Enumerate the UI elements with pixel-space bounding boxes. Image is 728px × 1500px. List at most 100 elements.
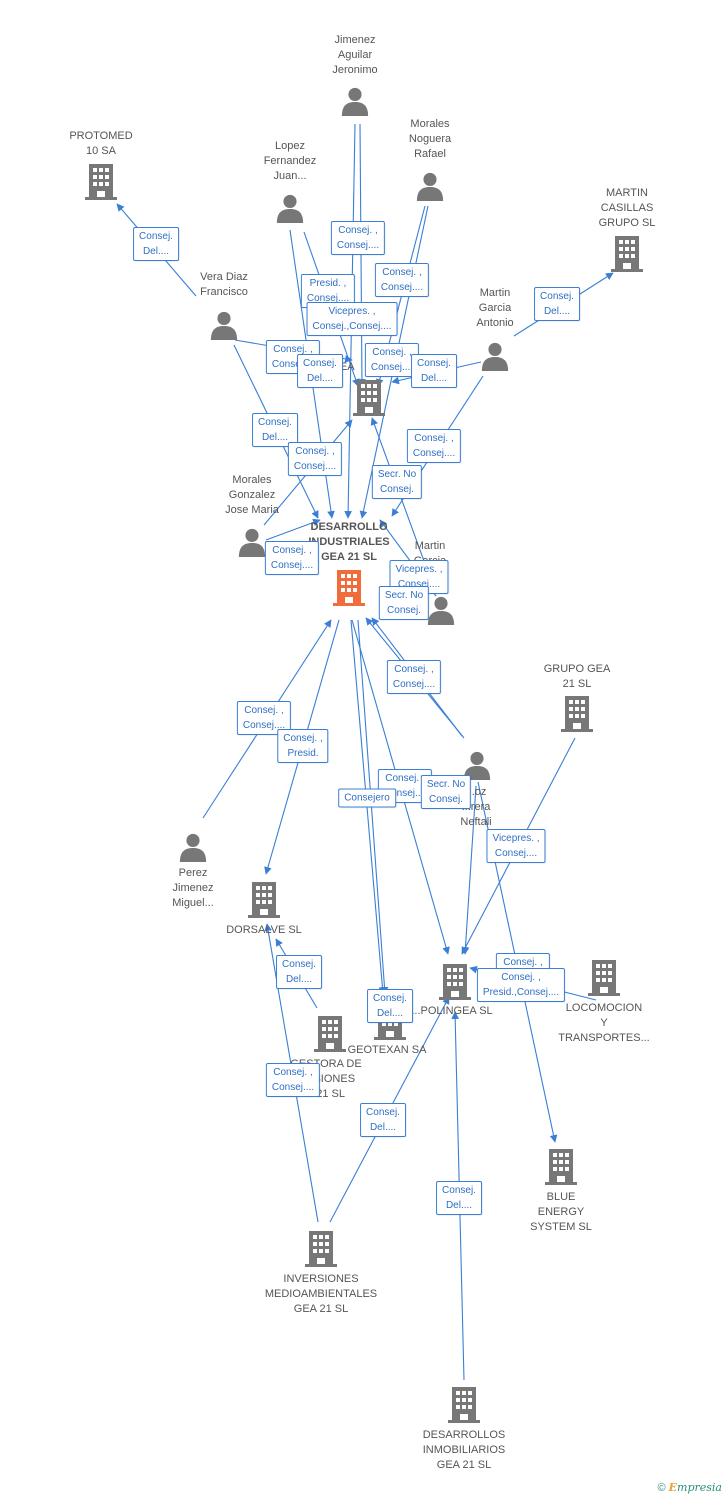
person-icon-lopez[interactable] [276,194,304,223]
edge-label-line: Consej. [442,1185,476,1196]
building-icon-protomed[interactable] [85,164,117,200]
edge-label-morales_g-gea_mid[interactable]: Consej. ,Consej.... [287,442,343,476]
node-label-line: Juan... [273,170,307,182]
building-icon-martin_cas[interactable] [611,236,643,272]
node-label-polingea[interactable]: ...POLINGEA SL [411,1004,492,1019]
building-icon-gestora[interactable] [314,1016,346,1052]
node-label-dorsalve[interactable]: DORSALVE SL [226,923,302,938]
person-icon-martin_ga[interactable] [481,342,509,371]
building-icon-inmobiliarios[interactable] [448,1387,480,1423]
edge-label-martin_ga-desarrollo[interactable]: Consej. ,Consej.... [406,429,462,463]
edge-label-line: Secr. No [384,590,424,601]
node-label-line: Y [600,1017,608,1029]
edge-label-line: Consej.... [271,1082,315,1093]
node-label-line: MARTIN [606,187,648,199]
edge-label-vera-desarrollo[interactable]: Consej. Del.... [252,413,298,447]
edge-munoz-polingea [461,785,477,955]
edge-label-line: Del.... [285,974,313,985]
edge-label-munoz-desarrollo[interactable]: Secr. No Consej. [378,586,430,620]
building-icon-desarrollo[interactable] [333,570,365,606]
person-icon-perez[interactable] [179,833,207,862]
node-label-line: Noguera [408,133,452,145]
node-label-line: TRANSPORTES... [558,1032,650,1044]
edge-label-jimenez-gea_mid[interactable]: Vicepres. ,Consej.,Consej.... [306,302,398,336]
edge-label-line: Consej. , [295,446,335,457]
edge-label-morales_n-gea_mid[interactable]: Consej. ,Consej.... [364,343,420,377]
edge-label-munoz-desarrollo[interactable]: Consej. ,Consej.... [386,660,442,694]
edge-label-desarrollo-geotexan[interactable]: Consej.Del.... [367,989,413,1023]
edge-label-line: Consej.... [306,293,350,304]
edge-label-line: Presid.,Consej.... [482,987,560,998]
edge-label-line: Consej. , [385,773,425,784]
edge-jimenez-gea_mid [358,123,366,387]
building-icon-polingea[interactable] [439,964,471,1000]
edge-label-locomocion-polingea[interactable]: Consej. , Presid.,Consej.... [476,968,566,1002]
edge-label-line: Consej. , [501,972,541,983]
edge-label-line: Consej. [387,605,421,616]
building-icon-blue[interactable] [545,1149,577,1185]
node-label-line: DORSALVE SL [226,924,302,936]
person-icon-jimenez[interactable] [341,87,369,116]
brand-logo: Empresia [668,1481,722,1494]
person-icon-morales_n[interactable] [416,172,444,201]
edge-label-inversiones-dorsalve[interactable]: Consej. ,Consej.... [265,1063,321,1097]
edge-label-inversiones-polingea[interactable]: Consej.Del.... [360,1103,406,1137]
edge-label-lopez-gea_mid[interactable]: Consej.Del.... [297,354,343,388]
edge-label-martin_ga-martin_cas[interactable]: Consej.Del.... [534,287,580,321]
building-icon-locomocion[interactable] [588,960,620,996]
edge-label-morales_g-desarrollo[interactable]: Consej. ,Consej.... [264,541,320,575]
edge-label-line: Del.... [306,373,334,384]
edge-label-line: Consej. [258,417,292,428]
edge-label-line: Consej.... [380,282,424,293]
person-icon-vera[interactable] [210,311,238,340]
node-label-line: Lopez [275,140,305,152]
node-label-line: Martin [414,540,446,552]
node-label-line: GEA 21 SL [436,1459,492,1471]
edge-label-martin_ga-gea_mid[interactable]: Consej.Del.... [411,354,457,388]
node-label-line: Rafael [414,148,446,160]
node-label-line: CASILLAS [600,202,654,214]
edge-label-desarrollo-dorsalve[interactable]: Consej. ,Presid. [277,729,329,763]
edge-label-line: Consej.... [336,240,380,251]
edge-label-line: Consej. , [338,225,378,236]
edge-label-grupo_gea-polingea[interactable]: Vicepres. ,Consej.... [486,829,546,863]
edge-label-gestora-dorsalve[interactable]: Consej.Del.... [276,955,322,989]
node-label-line: Garcia [478,302,512,314]
edge-label-desarrollo-geotexan[interactable]: Consejero [338,788,396,808]
person-icon-morales_g[interactable] [238,528,266,557]
building-icon-inversiones[interactable] [305,1231,337,1267]
node-label-line: GRUPO GEA [543,663,611,675]
building-icon-grupo_gea[interactable] [561,696,593,732]
node-label-line: ...POLINGEA SL [411,1005,493,1017]
edge-label-inmobiliarios-polingea[interactable]: Consej.Del.... [436,1181,482,1215]
edge-label-line: Del.... [261,432,289,443]
node-label-line: Jimenez [334,34,376,46]
edge-label-line: Consej.... [412,448,456,459]
building-icon-dorsalve[interactable] [248,882,280,918]
edge-label-line: Consej.... [494,848,538,859]
edge-label-vera-protomed[interactable]: Consej.Del.... [133,227,179,261]
person-icon-martin_gr[interactable] [427,596,455,625]
node-label-geotexan[interactable]: GEOTEXAN SA [348,1043,427,1058]
edge-label-jimenez-desarrollo[interactable]: Consej. , Consej.... [330,221,386,255]
building-icon-gea_mid[interactable] [353,380,385,416]
edge-label-morales_n-desarrollo[interactable]: Consej. ,Consej.... [374,263,430,297]
node-label-line: INMOBILIARIOS [422,1444,506,1456]
